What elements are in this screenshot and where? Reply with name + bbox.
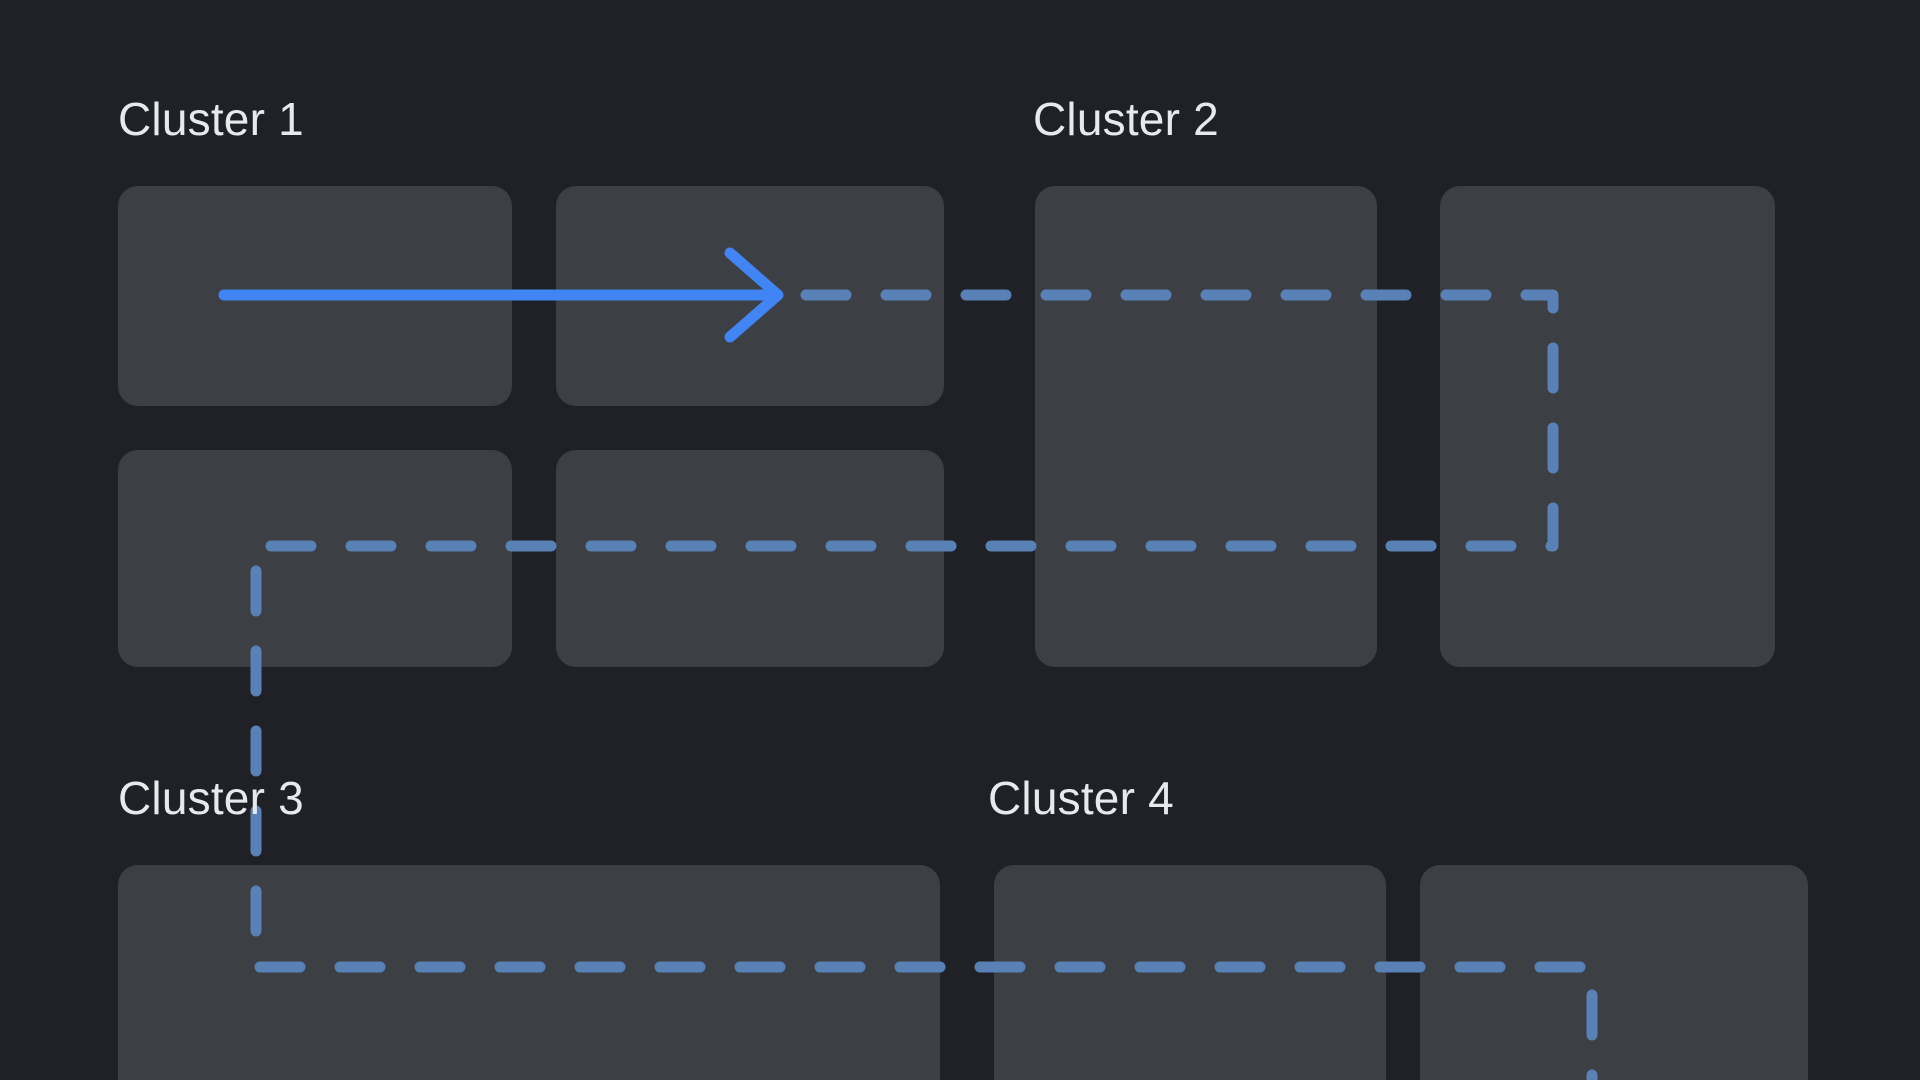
cluster-2-card[interactable] bbox=[1440, 186, 1775, 667]
cluster-2-label: Cluster 2 bbox=[1033, 93, 1219, 145]
cluster-4-label: Cluster 4 bbox=[988, 772, 1174, 824]
arrow-right-icon bbox=[724, 247, 784, 343]
cluster-1-card[interactable] bbox=[118, 450, 512, 667]
cluster-1-label: Cluster 1 bbox=[118, 93, 304, 145]
flow-dashed-path bbox=[250, 289, 1598, 1080]
cluster-3-label: Cluster 3 bbox=[118, 772, 304, 824]
cluster-2-card[interactable] bbox=[1035, 186, 1377, 667]
cluster-1-card[interactable] bbox=[556, 450, 944, 667]
